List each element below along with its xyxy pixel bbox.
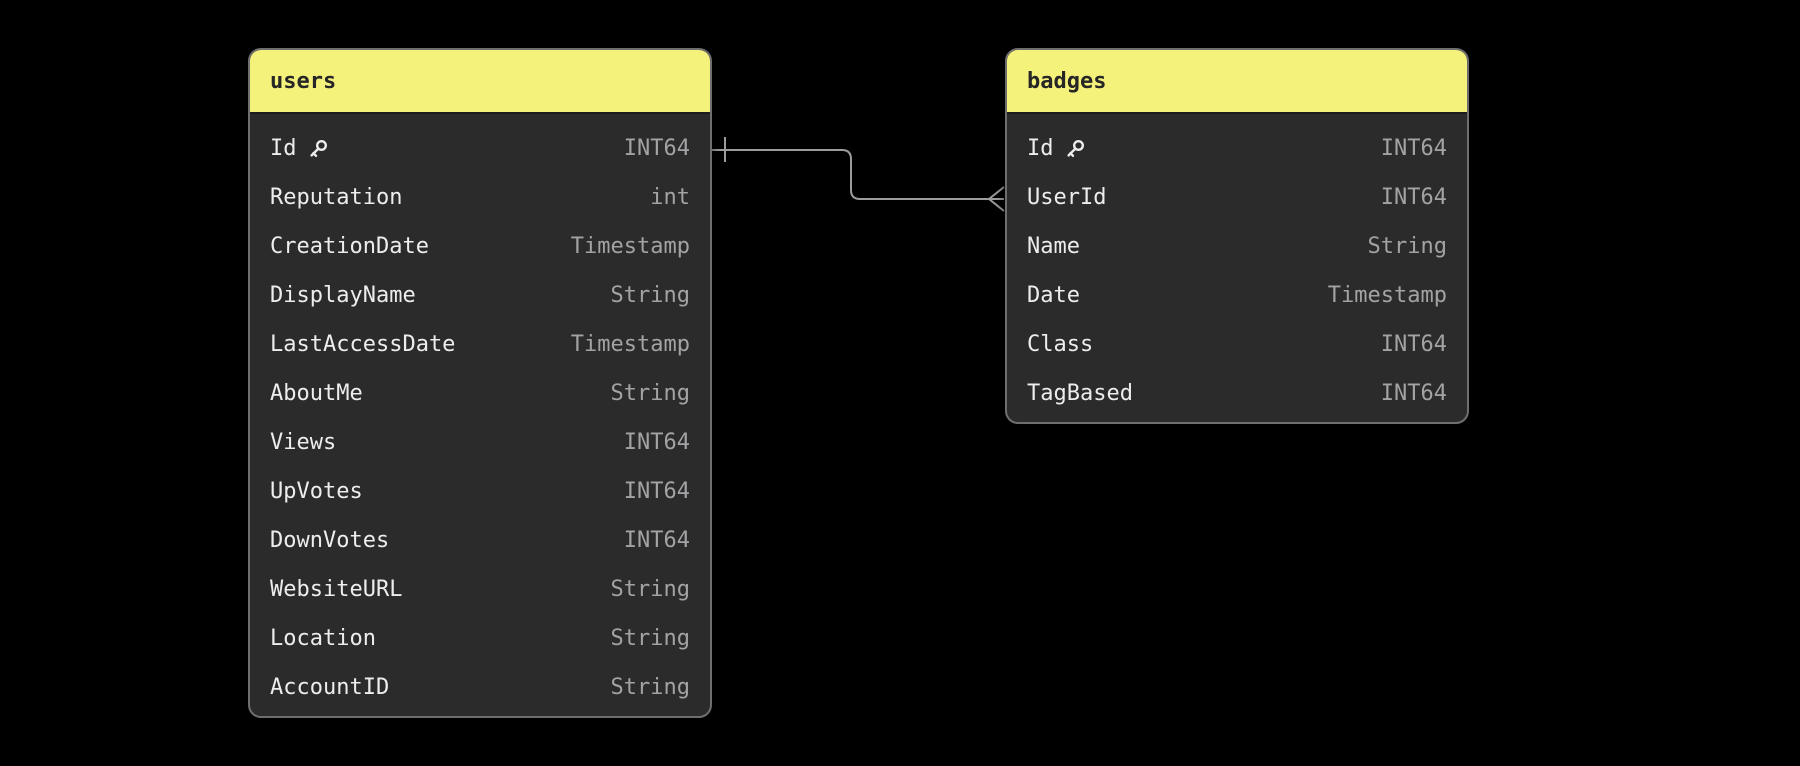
field-type: String <box>610 577 690 602</box>
field-type: Timestamp <box>1327 283 1447 308</box>
table-card-users[interactable]: users Id INT64 <box>248 48 712 718</box>
field-type: INT64 <box>1380 185 1447 210</box>
field-name: Reputation <box>270 185 402 210</box>
primary-key-icon <box>1066 139 1084 157</box>
table-title: badges <box>1027 68 1107 94</box>
field-list-users: Id INT64 Reputation <box>250 114 710 716</box>
field-name: UpVotes <box>270 479 363 504</box>
field-row: Date Timestamp <box>1007 271 1467 320</box>
field-name-text: LastAccessDate <box>270 332 456 357</box>
field-row: Reputation int <box>250 173 710 222</box>
field-row: TagBased INT64 <box>1007 369 1467 418</box>
field-name: Location <box>270 626 376 651</box>
field-name-text: DisplayName <box>270 283 416 308</box>
field-name-text: Id <box>270 136 297 161</box>
field-row: UserId INT64 <box>1007 173 1467 222</box>
field-row: Class INT64 <box>1007 320 1467 369</box>
field-row: DisplayName String <box>250 271 710 320</box>
field-name-text: DownVotes <box>270 528 390 553</box>
field-type: int <box>650 185 690 210</box>
field-name: Id <box>1027 136 1086 161</box>
field-row: Location String <box>250 614 710 663</box>
field-list-badges: Id INT64 UserId <box>1007 114 1467 422</box>
field-name-text: WebsiteURL <box>270 577 403 602</box>
field-type: INT64 <box>623 479 690 504</box>
field-row: DownVotes INT64 <box>250 516 710 565</box>
field-name: Name <box>1027 234 1080 259</box>
field-type: INT64 <box>1380 332 1447 357</box>
field-type: INT64 <box>623 136 690 161</box>
field-name: TagBased <box>1027 381 1133 406</box>
field-name-text: Reputation <box>270 185 403 210</box>
field-type: INT64 <box>623 430 690 455</box>
field-name: Date <box>1027 283 1080 308</box>
field-name: WebsiteURL <box>270 577 402 602</box>
field-name: AboutMe <box>270 381 363 406</box>
cardinality-many-marker <box>988 186 1005 212</box>
field-type: String <box>610 381 690 406</box>
field-name-text: Views <box>270 430 337 455</box>
field-name: LastAccessDate <box>270 332 455 357</box>
field-name-text: UpVotes <box>270 479 363 504</box>
field-name-text: Location <box>270 626 376 651</box>
table-header-badges[interactable]: badges <box>1007 50 1467 114</box>
field-row: UpVotes INT64 <box>250 467 710 516</box>
field-name: Class <box>1027 332 1093 357</box>
field-name-text: AccountID <box>270 675 390 700</box>
field-row: Name String <box>1007 222 1467 271</box>
field-type: Timestamp <box>570 234 690 259</box>
field-row: LastAccessDate Timestamp <box>250 320 710 369</box>
table-card-badges[interactable]: badges Id INT64 <box>1005 48 1469 424</box>
field-name: DownVotes <box>270 528 389 553</box>
field-row: Id INT64 <box>250 124 710 173</box>
field-row: CreationDate Timestamp <box>250 222 710 271</box>
field-type: INT64 <box>623 528 690 553</box>
table-title: users <box>270 68 337 94</box>
field-name: Views <box>270 430 336 455</box>
table-header-users[interactable]: users <box>250 50 710 114</box>
field-name-text: Id <box>1027 136 1054 161</box>
field-row: Id INT64 <box>1007 124 1467 173</box>
field-name: CreationDate <box>270 234 429 259</box>
field-type: INT64 <box>1380 136 1447 161</box>
field-name: UserId <box>1027 185 1106 210</box>
field-name-text: UserId <box>1027 185 1107 210</box>
field-type: String <box>610 626 690 651</box>
field-name-text: Class <box>1027 332 1094 357</box>
field-name-text: Name <box>1027 234 1080 259</box>
relationship-edge-line[interactable] <box>710 149 989 200</box>
field-row: Views INT64 <box>250 418 710 467</box>
field-name-text: Date <box>1027 283 1080 308</box>
field-name-text: TagBased <box>1027 381 1133 406</box>
field-name: AccountID <box>270 675 389 700</box>
field-name-text: CreationDate <box>270 234 429 259</box>
field-type: Timestamp <box>570 332 690 357</box>
field-name: Id <box>270 136 329 161</box>
primary-key-icon <box>309 139 327 157</box>
field-type: String <box>610 675 690 700</box>
field-row: WebsiteURL String <box>250 565 710 614</box>
field-row: AboutMe String <box>250 369 710 418</box>
field-name-text: AboutMe <box>270 381 363 406</box>
field-type: INT64 <box>1380 381 1447 406</box>
field-row: AccountID String <box>250 663 710 712</box>
field-type: String <box>610 283 690 308</box>
field-name: DisplayName <box>270 283 416 308</box>
field-type: String <box>1367 234 1447 259</box>
